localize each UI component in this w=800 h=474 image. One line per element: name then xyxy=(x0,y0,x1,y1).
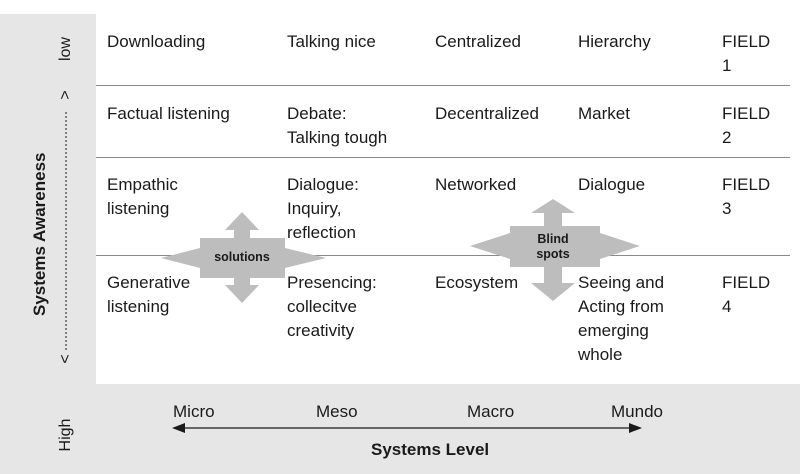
cell-r4-c3: Ecosystem xyxy=(435,273,519,292)
left-band xyxy=(0,14,96,384)
cell-r4-c5: FIELD 4 xyxy=(722,273,771,316)
cell-r1-c3: Centralized xyxy=(435,32,521,51)
cell-r3-c4: Dialogue xyxy=(578,175,646,194)
row-divider-3 xyxy=(96,255,790,256)
cell-r3-c1: Empathic listening xyxy=(107,175,178,218)
cell-r2-c5: FIELD 2 xyxy=(722,104,771,147)
awareness-low-label: low xyxy=(57,37,74,62)
cell-r4-c1: Generative listening xyxy=(107,273,191,316)
level-macro: Macro xyxy=(467,402,515,421)
solutions-label: solutions xyxy=(214,250,270,264)
cell-r1-c5: FIELD 1 xyxy=(722,32,771,75)
cell-r1-c1: Downloading xyxy=(107,32,206,51)
awareness-high-label: High xyxy=(57,418,74,452)
systems-level-title: Systems Level xyxy=(371,440,490,459)
cell-r3-c3: Networked xyxy=(435,175,517,194)
cell-r4-c4: Seeing and Acting from emerging whole xyxy=(578,273,665,364)
level-meso: Meso xyxy=(316,402,358,421)
awareness-arrow-top-glyph: > xyxy=(57,90,74,100)
awareness-arrow-bottom-glyph: < xyxy=(57,354,74,364)
cell-r3-c2: Dialogue: Inquiry, reflection xyxy=(287,175,359,242)
cell-r2-c4: Market xyxy=(578,104,630,123)
cell-r1-c2: Talking nice xyxy=(287,32,376,51)
cell-r2-c1: Factual listening xyxy=(107,104,230,123)
cell-r3-c5: FIELD 3 xyxy=(722,175,771,218)
row-divider-1 xyxy=(96,85,790,86)
blind-spots-label: Blind spots xyxy=(536,232,570,261)
cell-r4-c2: Presencing: collecitve creativity xyxy=(287,273,377,340)
row-divider-2 xyxy=(96,157,790,158)
systems-awareness-title: Systems Awareness xyxy=(30,152,49,317)
bottom-band xyxy=(0,384,800,474)
cell-r2-c3: Decentralized xyxy=(435,104,539,123)
level-micro: Micro xyxy=(173,402,215,421)
cell-r1-c4: Hierarchy xyxy=(578,32,651,51)
cell-r2-c2: Debate: Talking tough xyxy=(287,104,388,147)
level-mundo: Mundo xyxy=(611,402,663,421)
matrix-table xyxy=(96,14,800,384)
